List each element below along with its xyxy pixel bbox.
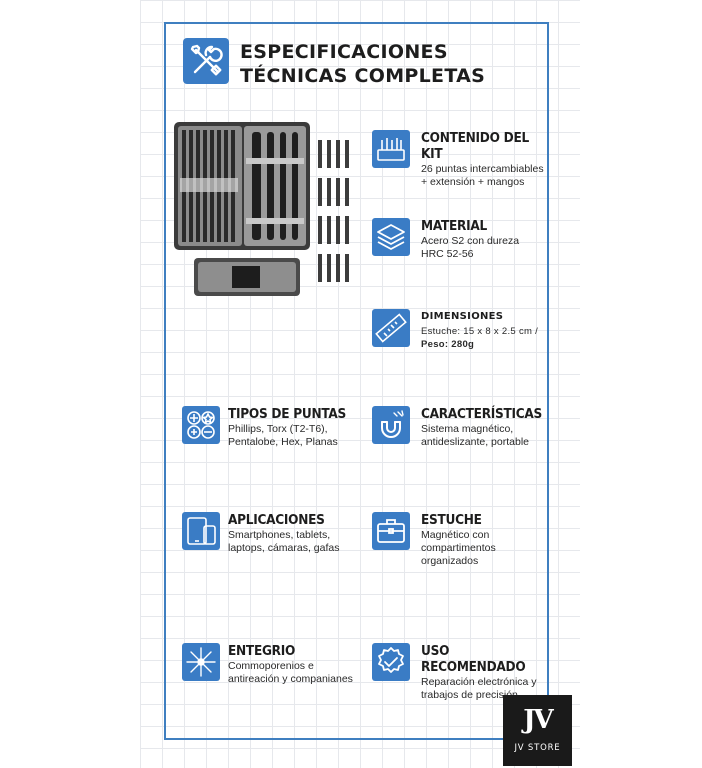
spec-aplicaciones: APLICACIONES Smartphones, tablets, lapto… [228, 512, 368, 554]
spec-caracteristicas-title: CARACTERÍSTICAS [421, 406, 543, 422]
product-kit-image [172, 118, 362, 303]
sparkle-icon [182, 643, 220, 681]
ruler-icon [372, 309, 410, 347]
spec-estuche-line-3: organizados [421, 555, 479, 567]
spec-contenido: CONTENIDO DEL KIT 26 puntas intercambiab… [421, 130, 551, 188]
spec-contenido-line-2: + extensión + mangos [421, 176, 525, 188]
spec-tipos-line-2: Pentalobe, Hex, Planas [228, 436, 338, 448]
spec-aplicaciones-title: APLICACIONES [228, 512, 325, 528]
spec-estuche-line-2: compartimentos [421, 542, 496, 554]
spec-uso-title: USO RECOMENDADO [421, 643, 526, 675]
logo-mark: JV [523, 705, 553, 735]
spec-card-frame [164, 22, 549, 740]
spec-entegrio-line-2: antireación y companianes [228, 673, 353, 685]
spec-material-line-1: Acero S2 con dureza [421, 235, 520, 247]
spec-aplicaciones-line-2: laptops, cámaras, gafas [228, 542, 340, 554]
spec-uso-line-1: Reparación electrónica y [421, 676, 537, 688]
spec-caracteristicas-line-1: Sistema magnético, [421, 423, 514, 435]
spec-dimensiones-line-1: Estuche: 15 x 8 x 2.5 cm / [421, 326, 539, 337]
spec-dimensiones-weight: Peso: 280g [421, 339, 475, 350]
spec-dimensiones: DIMENSIONES Estuche: 15 x 8 x 2.5 cm / P… [421, 309, 551, 351]
spec-contenido-title: CONTENIDO DEL KIT [421, 130, 529, 162]
logo-name: JV STORE [514, 743, 561, 753]
spec-entegrio-title: ENTEGRIO [228, 643, 296, 659]
spec-aplicaciones-line-1: Smartphones, tablets, [228, 529, 331, 541]
spec-caracteristicas-line-2: antideslizante, portable [421, 436, 529, 448]
spec-uso: USO RECOMENDADO Reparación electrónica y… [421, 643, 561, 701]
spec-material-title: MATERIAL [421, 218, 488, 234]
spec-dimensiones-title: DIMENSIONES [421, 311, 504, 322]
devices-icon [182, 512, 220, 550]
bits-icon [372, 130, 410, 168]
spec-tipos-title: TIPOS DE PUNTAS [228, 406, 347, 422]
case-icon [372, 512, 410, 550]
spec-material-line-2: HRC 52-56 [421, 248, 474, 260]
tip-types-icon [182, 406, 220, 444]
spec-entegrio: ENTEGRIO Commoporenios e antireación y c… [228, 643, 368, 685]
spec-contenido-line-1: 26 puntas intercambiables [421, 163, 544, 175]
spec-uso-line-2: trabajos de precisión [421, 689, 518, 701]
spec-tipos-line-1: Phillips, Torx (T2-T6), [228, 423, 328, 435]
layers-icon [372, 218, 410, 256]
spec-estuche: ESTUCHE Magnético con compartimentos org… [421, 512, 561, 567]
spec-entegrio-line-1: Commoporenios e [228, 660, 314, 672]
badge-check-icon [372, 643, 410, 681]
spec-tipos: TIPOS DE PUNTAS Phillips, Torx (T2-T6), … [228, 406, 368, 448]
page-title: ESPECIFICACIONES TÉCNICAS COMPLETAS [240, 40, 485, 88]
spec-estuche-title: ESTUCHE [421, 512, 482, 528]
tools-icon [183, 38, 229, 84]
spec-material: MATERIAL Acero S2 con dureza HRC 52-56 [421, 218, 561, 260]
magnet-icon [372, 406, 410, 444]
jv-store-logo: JV JV STORE [503, 695, 572, 766]
spec-caracteristicas: CARACTERÍSTICAS Sistema magnético, antid… [421, 406, 561, 448]
spec-estuche-line-1: Magnético con [421, 529, 490, 541]
page-title-line-2: TÉCNICAS COMPLETAS [240, 65, 486, 87]
page-title-line-1: ESPECIFICACIONES [240, 41, 448, 63]
